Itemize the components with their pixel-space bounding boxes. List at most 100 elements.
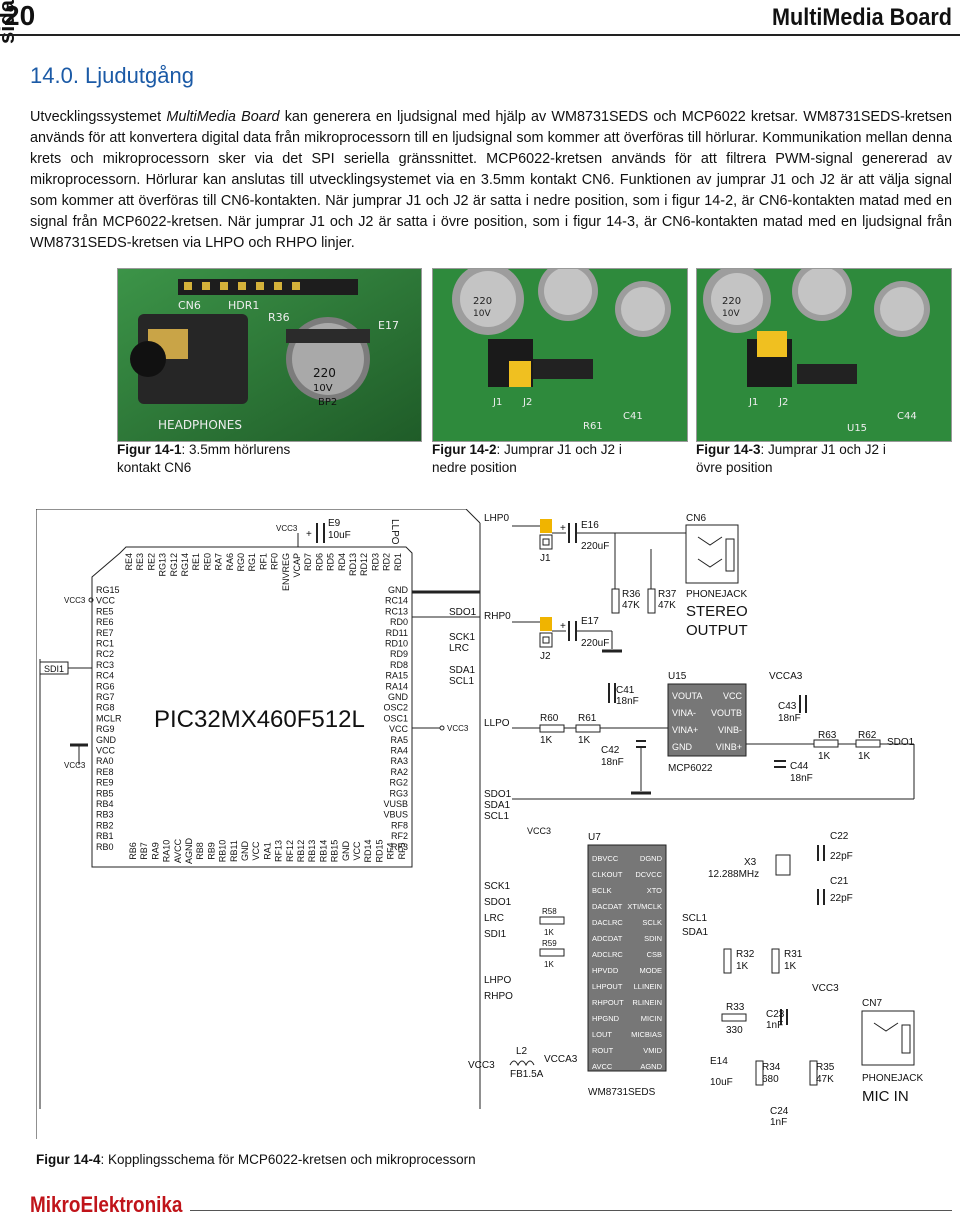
label-e17v: 220uF <box>581 638 609 649</box>
label-l2v: FB1.5A <box>510 1069 544 1080</box>
mcu-left-pin: MCLR <box>96 713 122 723</box>
mcu-right-pin: VCC <box>389 724 409 734</box>
label-sdo1: SDO1 <box>449 607 477 618</box>
label-vcc3-top: VCC3 <box>276 524 298 533</box>
label-r32v: 1K <box>736 961 749 972</box>
mcu-left-pin: RE8 <box>96 767 114 777</box>
mcu-bottom-pin: RB8 <box>195 842 205 860</box>
caption-fig-14-3: Figur 14-3: Jumprar J1 och J2 i övre pos… <box>696 441 896 477</box>
mcu-top-pin: RA6 <box>225 553 235 571</box>
wm-right-pin: LLINEIN <box>634 982 662 991</box>
label-r60: R60 <box>540 713 559 724</box>
label-vcc3-left: VCC3 <box>64 596 86 605</box>
label-l2: L2 <box>516 1046 528 1057</box>
label-e14: E14 <box>710 1056 728 1067</box>
section-title: 14.0. Ljudutgång <box>30 63 194 88</box>
mcu-right-pin: RD8 <box>390 660 408 670</box>
mcu-right-pin: RC14 <box>385 596 408 606</box>
photo2-label-r61: R61 <box>583 421 603 432</box>
photo3-label-u15: U15 <box>847 423 867 434</box>
mcu-bottom-pin: RB15 <box>330 840 340 863</box>
mcu-left-pin: GND <box>96 735 117 745</box>
mcu-left-pin: RB4 <box>96 799 114 809</box>
mcu-top-pin: VCAP <box>292 553 302 578</box>
brand-logo: MikroElektronika <box>30 1192 183 1217</box>
mcu-left-pin: RB1 <box>96 831 114 841</box>
mcu-top-pin: RD7 <box>303 553 313 571</box>
label-rhp0: RHP0 <box>484 611 511 622</box>
mcu-left-pin: RG9 <box>96 724 115 734</box>
mcu-right-pin: GND <box>388 692 409 702</box>
label-u15: U15 <box>668 671 687 682</box>
label-c41v: 18nF <box>616 696 639 707</box>
wm-right-pin: DCVCC <box>635 870 662 879</box>
mcu-right-pin: RD9 <box>390 649 408 659</box>
svg-text:+: + <box>560 523 566 534</box>
mcu-top-pin: RD12 <box>359 553 369 576</box>
mcp-right-pin: VOUTB <box>711 708 742 718</box>
mcu-top-pin: RD4 <box>337 553 347 571</box>
label-phonejack: PHONEJACK <box>686 589 747 600</box>
label-r59v: 1K <box>544 960 554 969</box>
mcu-top-pin: RG13 <box>158 553 168 577</box>
mcu-left-pin: RG7 <box>96 692 115 702</box>
book-title: MultiMedia Board <box>771 4 952 31</box>
label-rhpo: RHPO <box>484 991 513 1002</box>
caption-fig2-text: : Jumprar J1 och J2 i nedre position <box>432 442 622 475</box>
wm-left-pin: RHPOUT <box>592 998 624 1007</box>
wm-left-pin: ADCLRC <box>592 950 623 959</box>
wm-left-pin: ADCDAT <box>592 934 623 943</box>
caption-fig-14-4: Figur 14-4: Kopplingsschema för MCP6022-… <box>36 1152 476 1167</box>
wm-left-pin: ROUT <box>592 1046 614 1055</box>
mcu-right-pin: RG2 <box>389 778 408 788</box>
body-text-part1: Utvecklingssystemet <box>30 109 167 125</box>
mcu-left-pin: VCC <box>96 596 116 606</box>
label-c24v: 1nF <box>770 1117 787 1128</box>
label-r63: R63 <box>818 730 837 741</box>
mcu-bottom-pin: GND <box>240 841 250 862</box>
label-sdo1-right: SDO1 <box>887 737 915 748</box>
mcu-left-pin: RC1 <box>96 639 114 649</box>
label-r62: R62 <box>858 730 877 741</box>
photo1-label-hdr1: HDR1 <box>228 299 259 312</box>
label-vcc3-l2: VCC3 <box>468 1060 495 1071</box>
wm-right-pin: DGND <box>640 854 663 863</box>
label-e14v: 10uF <box>710 1077 733 1088</box>
mcu-top-pin: RE1 <box>191 553 201 571</box>
svg-text:+: + <box>560 621 566 632</box>
mcu-top-pin: RF0 <box>270 553 280 570</box>
mcu-bottom-pin: AGND <box>184 838 194 865</box>
mcu-top-pin: RD1 <box>393 553 403 571</box>
label-e16: E16 <box>581 520 599 531</box>
label-r61: R61 <box>578 713 597 724</box>
label-c41: C41 <box>616 685 635 696</box>
label-r58: R58 <box>542 907 557 916</box>
mcu-bottom-pin: RA1 <box>262 842 272 860</box>
mcu-left-pin: RC4 <box>96 671 114 681</box>
label-r60v: 1K <box>540 735 553 746</box>
mcu-bottom-pin: RA9 <box>150 842 160 860</box>
label-c24: C24 <box>770 1106 789 1117</box>
caption-fig-14-1: Figur 14-1: 3.5mm hörlurens kontakt CN6 <box>117 441 317 477</box>
photo1-label-bp2: BP2 <box>318 397 337 408</box>
label-phonejack-cn7: PHONEJACK <box>862 1073 923 1084</box>
mcu-bottom-pin: RA10 <box>162 840 172 863</box>
wm-left-pin: LHPOUT <box>592 982 623 991</box>
wm-right-pin: SCLK <box>642 918 662 927</box>
body-paragraph: Utvecklingssystemet MultiMedia Board kan… <box>30 107 952 254</box>
header-rule <box>0 34 960 36</box>
photo-jumpers-upper: 220 10V J1 J2 C44 U15 <box>696 268 952 442</box>
mcu-right-pin: RD11 <box>386 628 408 638</box>
mcu-top-pin: ENVREG <box>281 553 291 591</box>
mcp-left-pin: GND <box>672 742 693 752</box>
label-cn6: CN6 <box>686 513 706 524</box>
mcu-left-pin: RE5 <box>96 606 114 616</box>
wm-left-pin: DACDAT <box>592 902 623 911</box>
mcu-left-pin: RG8 <box>96 703 115 713</box>
mcu-right-pin: GND <box>388 585 409 595</box>
photo3-label-c44: C44 <box>897 411 917 422</box>
mcu-right-pin: OSC1 <box>383 713 408 723</box>
mcu-top-pin: RD5 <box>326 553 336 571</box>
mcu-left-pin: RB3 <box>96 810 114 820</box>
photo-headphone-connector: 220 10V CN6 HDR1 R36 E17 HEADPHONES BP2 <box>117 268 422 442</box>
